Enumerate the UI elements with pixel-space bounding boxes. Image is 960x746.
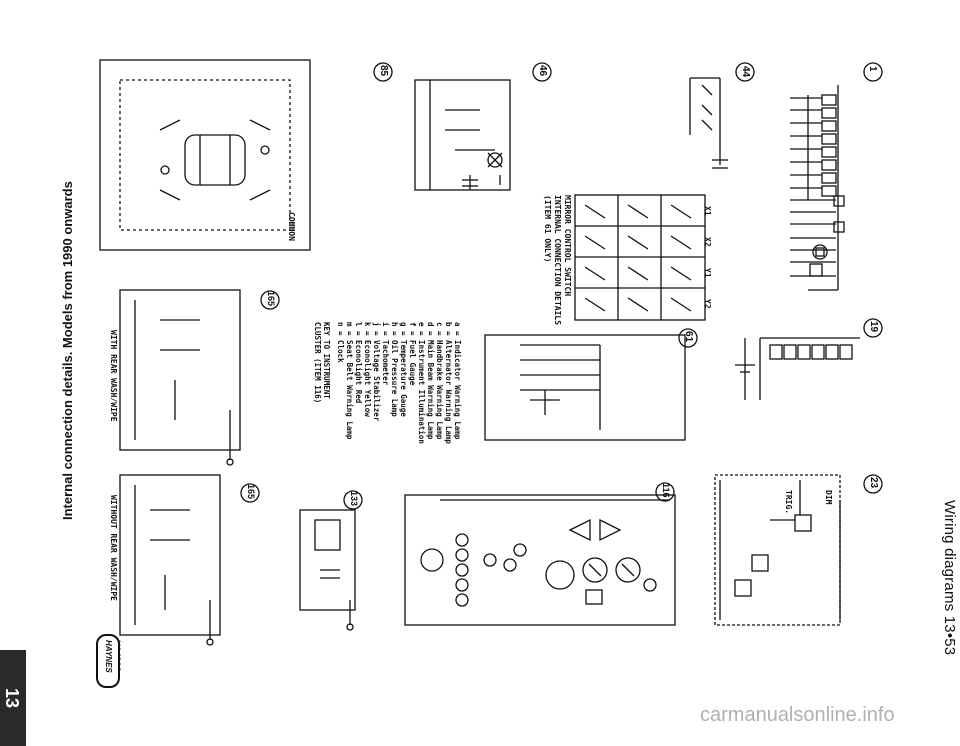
component-marker-133	[343, 490, 363, 510]
dim-label: DIM	[824, 490, 833, 505]
component-label-46: 46	[537, 65, 548, 77]
without-rear-wash-label: WITHOUT REAR WASH/WIPE	[109, 495, 118, 601]
key-footer-2: CLUSTER (ITEM 116)	[313, 322, 322, 404]
diagram-1	[790, 85, 845, 291]
component-marker-165a	[260, 290, 280, 310]
component-label-23: 23	[868, 477, 879, 489]
watermark-text: carmanualsonline.info	[700, 704, 895, 726]
component-label-165b: 165	[246, 484, 256, 500]
key-item: m = Seat Belt Warning Lamp	[345, 322, 354, 440]
mirror-title-1: MIRROR CONTROL SWITCH	[563, 195, 572, 297]
diagram-19	[735, 337, 860, 400]
diagram-165-without	[119, 474, 221, 646]
mirror-switch-table	[574, 194, 706, 321]
diagram-133	[299, 509, 356, 631]
component-label-165a: 165	[266, 291, 276, 307]
mirror-title-2: INTERNAL CONNECTION DETAILS	[553, 195, 562, 326]
with-rear-wash-label: WITH REAR WASH/WIPE	[109, 330, 118, 422]
key-item: e = Instrument Illumination	[417, 322, 426, 444]
key-footer-1: KEY TO INSTRUMENT	[322, 322, 331, 399]
component-label-1: 1	[867, 66, 878, 72]
key-item: i = Tachometer	[381, 322, 390, 386]
component-marker-61	[678, 328, 698, 348]
component-label-133: 133	[349, 491, 359, 507]
publisher-logo: HAYNES	[96, 634, 120, 688]
key-item: c = Handbrake Warning Lamp	[435, 322, 444, 440]
key-item: k = Econolight Yellow	[363, 322, 372, 417]
mirror-row-y2: Y2	[703, 299, 712, 309]
mirror-title-3: (ITEM 61 ONLY)	[543, 195, 552, 263]
component-marker-116	[655, 482, 675, 502]
key-item: b = Alternator Warning Lamp	[444, 322, 453, 444]
component-marker-19	[863, 318, 883, 338]
mirror-row-y1: Y1	[703, 268, 712, 278]
key-item: n = Clock	[336, 322, 345, 363]
diagram-61	[484, 334, 686, 441]
component-marker-46	[532, 62, 552, 82]
chapter-tab: 13	[0, 650, 26, 746]
diagram-116	[404, 494, 676, 626]
component-label-61: 61	[683, 331, 694, 343]
diagram-85	[99, 59, 311, 251]
key-item: f = Fuel Gauge	[408, 322, 417, 386]
key-item: j = Voltage Stabilizer	[372, 322, 381, 422]
component-marker-1	[863, 62, 883, 82]
component-marker-44	[735, 62, 755, 82]
key-item: g = Temperature Gauge	[399, 322, 408, 417]
component-label-85: 85	[378, 65, 389, 77]
key-item: l = Econolight Red	[354, 322, 363, 404]
diagram-23	[714, 474, 841, 626]
component-marker-23	[863, 474, 883, 494]
diagram-46	[414, 79, 511, 191]
diagram-44	[689, 77, 728, 169]
key-item: a = Indicator Warning Lamp	[453, 322, 462, 440]
trig-label: TRIG.	[784, 490, 793, 515]
component-label-44: 44	[740, 66, 751, 78]
component-label-116: 116	[661, 483, 671, 498]
component-label-19: 19	[868, 321, 879, 333]
instrument-key: a = Indicator Warning Lamp b = Alternato…	[313, 322, 462, 444]
key-item: d = Main Beam Warning Lamp	[426, 322, 435, 440]
component-marker-85	[373, 62, 393, 82]
mirror-row-x2: X2	[703, 237, 712, 247]
mirror-row-x1: X1	[703, 206, 712, 216]
key-item: h = Oil Pressure Lamp	[390, 322, 399, 417]
component-marker-165b	[240, 483, 260, 503]
diagram-165-with	[119, 289, 241, 466]
mirror-switch-heading: MIRROR CONTROL SWITCH INTERNAL CONNECTIO…	[542, 195, 572, 325]
common-label: COMMON	[287, 212, 296, 241]
